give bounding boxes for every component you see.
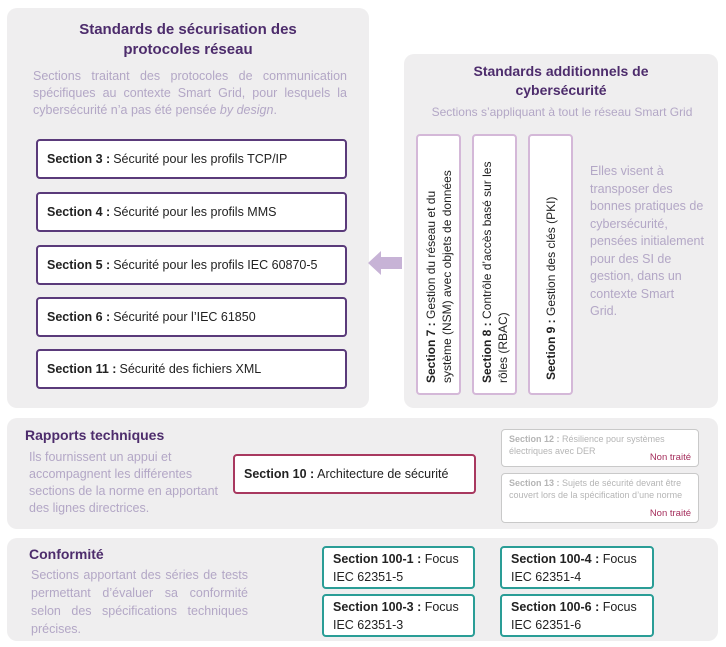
section-number: Section 6 :	[47, 310, 111, 324]
section-label: Architecture de sécurité	[317, 467, 449, 481]
additional-standards-panel: Standards additionnels de cybersécurité …	[404, 54, 718, 408]
section-number: Section 3 :	[47, 152, 111, 166]
section-5-box: Section 5 :Sécurité pour les profils IEC…	[36, 245, 347, 285]
technical-reports-description: Ils fournissent un appui et accompagnent…	[29, 450, 219, 515]
network-desc-text: Sections traitant des protocoles de comm…	[33, 69, 347, 117]
network-standards-title: Standards de sécurisation des protocoles…	[79, 21, 297, 58]
section-8-label: Section 8 : Contrôle d’accès basé sur le…	[479, 161, 510, 383]
section-9-box: Section 9 : Gestion des clés (PKI)	[528, 134, 573, 395]
section-4-box: Section 4 :Sécurité pour les profils MMS	[36, 192, 347, 232]
conformity-panel: Conformité Sections apportant des séries…	[7, 538, 718, 641]
section-9-label: Section 9 : Gestion des clés (PKI)	[543, 196, 558, 380]
section-7-label: Section 7 : Gestion du réseau et du syst…	[423, 169, 454, 383]
section-7-box: Section 7 : Gestion du réseau et du syst…	[416, 134, 461, 395]
section-label: Sécurité pour l’IEC 61850	[113, 310, 256, 324]
section-label: Sécurité des fichiers XML	[119, 362, 262, 376]
section-label: Sécurité pour les profils TCP/IP	[113, 152, 288, 166]
technical-reports-title: Rapports techniques	[25, 427, 165, 443]
section-label: Sécurité pour les profils MMS	[113, 205, 277, 219]
network-standards-panel: Standards de sécurisation des protocoles…	[7, 8, 369, 408]
section-10-box: Section 10 :Architecture de sécurité	[233, 454, 476, 494]
section-6-box: Section 6 :Sécurité pour l’IEC 61850	[36, 297, 347, 337]
section-11-box: Section 11 :Sécurité des fichiers XML	[36, 349, 347, 389]
section-number: Section 4 :	[47, 205, 111, 219]
section-number: Section 10 :	[244, 467, 315, 481]
additional-standards-note: Elles visent à transposer des bonnes pra…	[590, 164, 704, 318]
left-arrow-icon	[368, 251, 402, 275]
network-standards-description: Sections traitant des protocoles de comm…	[33, 68, 347, 119]
conformity-title: Conformité	[29, 546, 104, 562]
status-badge: Non traité	[649, 508, 691, 519]
section-3-box: Section 3 :Sécurité pour les profils TCP…	[36, 139, 347, 179]
conformity-description: Sections apportant des séries de tests p…	[31, 568, 248, 636]
section-8-box: Section 8 : Contrôle d’accès basé sur le…	[472, 134, 517, 395]
network-desc-italic: by design	[219, 103, 274, 117]
section-number: Section 5 :	[47, 258, 111, 272]
network-desc-end: .	[273, 103, 277, 117]
additional-standards-title: Standards additionnels de cybersécurité	[473, 63, 649, 98]
section-12-box: Section 12 : Résilience pour systèmes él…	[501, 429, 699, 467]
section-label: Sécurité pour les profils IEC 60870-5	[113, 258, 318, 272]
status-badge: Non traité	[649, 452, 691, 463]
section-13-box: Section 13 : Sujets de sécurité devant ê…	[501, 473, 699, 523]
technical-reports-panel: Rapports techniques Ils fournissent un a…	[7, 418, 718, 529]
additional-standards-subtitle: Sections s’appliquant à tout le réseau S…	[431, 105, 693, 119]
section-number: Section 11 :	[47, 362, 117, 376]
